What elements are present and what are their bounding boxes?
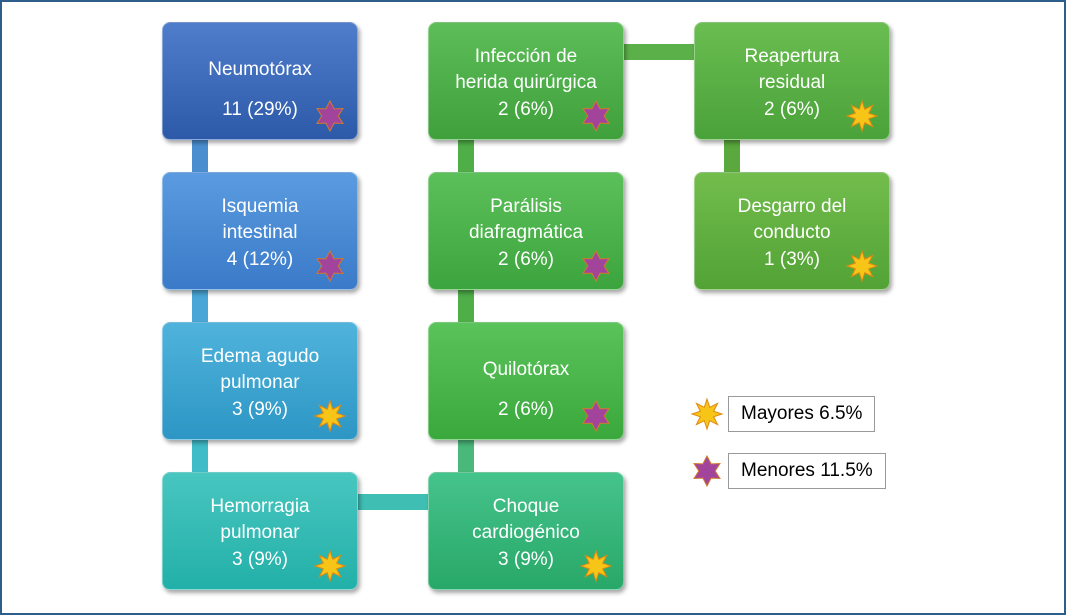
minor-star-shape bbox=[316, 99, 344, 133]
node-hemorragia-pulmonar: Hemorragia pulmonar 3 (9%) bbox=[162, 472, 358, 590]
major-star-shape bbox=[845, 249, 879, 283]
connector-choque-quilotorax bbox=[458, 438, 474, 478]
node-label: Hemorragia pulmonar bbox=[210, 496, 310, 543]
connector-quilotorax-paralisis bbox=[458, 288, 474, 328]
legend-label: Mayores 6.5% bbox=[728, 396, 876, 432]
minor-complication-star-icon bbox=[582, 399, 610, 433]
node-label: Infección de herida quirúrgica bbox=[455, 46, 597, 93]
node-isquemia-intestinal: Isquemia intestinal 4 (12%) bbox=[162, 172, 358, 290]
node-quilotorax: Quilotórax 2 (6%) bbox=[428, 322, 624, 440]
node-infeccion-herida-quirurgica: Infección de herida quirúrgica 2 (6%) bbox=[428, 22, 624, 140]
node-label: Neumotórax bbox=[208, 59, 312, 80]
node-label: Edema agudo pulmonar bbox=[200, 346, 320, 393]
minor-complication-star-icon bbox=[316, 249, 344, 283]
node-label: Reapertura residual bbox=[744, 46, 840, 93]
major-complication-star-icon bbox=[313, 549, 347, 583]
node-edema-agudo-pulmonar: Edema agudo pulmonar 3 (9%) bbox=[162, 322, 358, 440]
major-star-shape bbox=[313, 549, 347, 583]
major-star-shape bbox=[845, 99, 879, 133]
connector-infeccion-reapertura bbox=[624, 44, 700, 60]
minor-star-shape bbox=[316, 249, 344, 283]
minor-complication-star-icon bbox=[316, 99, 344, 133]
minor-complication-star-icon bbox=[582, 99, 610, 133]
minor-star-shape bbox=[693, 454, 721, 488]
connector-reapertura-desgarro bbox=[724, 138, 740, 178]
connector-edema-hemorragia bbox=[192, 438, 208, 478]
major-star-shape bbox=[690, 397, 724, 431]
node-desgarro-del-conducto: Desgarro del conducto 1 (3%) bbox=[694, 172, 890, 290]
minor-star-shape bbox=[582, 99, 610, 133]
node-label: Isquemia intestinal bbox=[221, 196, 299, 243]
node-paralisis-diafragmatica: Parálisis diafragmática 2 (6%) bbox=[428, 172, 624, 290]
major-complication-star-icon bbox=[845, 249, 879, 283]
major-complication-star-icon bbox=[690, 397, 724, 431]
node-reapertura-residual: Reapertura residual 2 (6%) bbox=[694, 22, 890, 140]
node-value: 11 (29%) bbox=[222, 99, 298, 120]
minor-complication-star-icon bbox=[582, 249, 610, 283]
connector-paralisis-infeccion bbox=[458, 138, 474, 178]
node-label: Parálisis diafragmática bbox=[468, 196, 584, 243]
node-value: 3 (9%) bbox=[232, 399, 288, 420]
node-choque-cardiogenico: Choque cardiogénico 3 (9%) bbox=[428, 472, 624, 590]
major-star-shape bbox=[313, 399, 347, 433]
major-complication-star-icon bbox=[845, 99, 879, 133]
legend-label: Menores 11.5% bbox=[728, 453, 886, 489]
major-star-shape bbox=[579, 549, 613, 583]
node-label: Choque cardiogénico bbox=[472, 496, 580, 543]
node-value: 4 (12%) bbox=[226, 249, 294, 270]
minor-star-shape bbox=[582, 249, 610, 283]
node-value: 3 (9%) bbox=[498, 549, 554, 570]
connector-hemorragia-choque bbox=[356, 494, 432, 510]
major-complication-star-icon bbox=[579, 549, 613, 583]
minor-complication-star-icon bbox=[693, 454, 721, 488]
node-value: 2 (6%) bbox=[498, 99, 554, 120]
node-value: 2 (6%) bbox=[498, 399, 554, 420]
minor-star-shape bbox=[582, 399, 610, 433]
connector-neumotorax-isquemia bbox=[192, 138, 208, 178]
node-label: Quilotórax bbox=[482, 359, 570, 380]
node-value: 2 (6%) bbox=[764, 99, 820, 120]
node-neumotorax: Neumotórax 11 (29%) bbox=[162, 22, 358, 140]
connector-isquemia-edema bbox=[192, 288, 208, 328]
node-value: 2 (6%) bbox=[498, 249, 554, 270]
node-value: 1 (3%) bbox=[764, 249, 820, 270]
node-value: 3 (9%) bbox=[232, 549, 288, 570]
node-label: Desgarro del conducto bbox=[737, 196, 847, 243]
major-complication-star-icon bbox=[313, 399, 347, 433]
